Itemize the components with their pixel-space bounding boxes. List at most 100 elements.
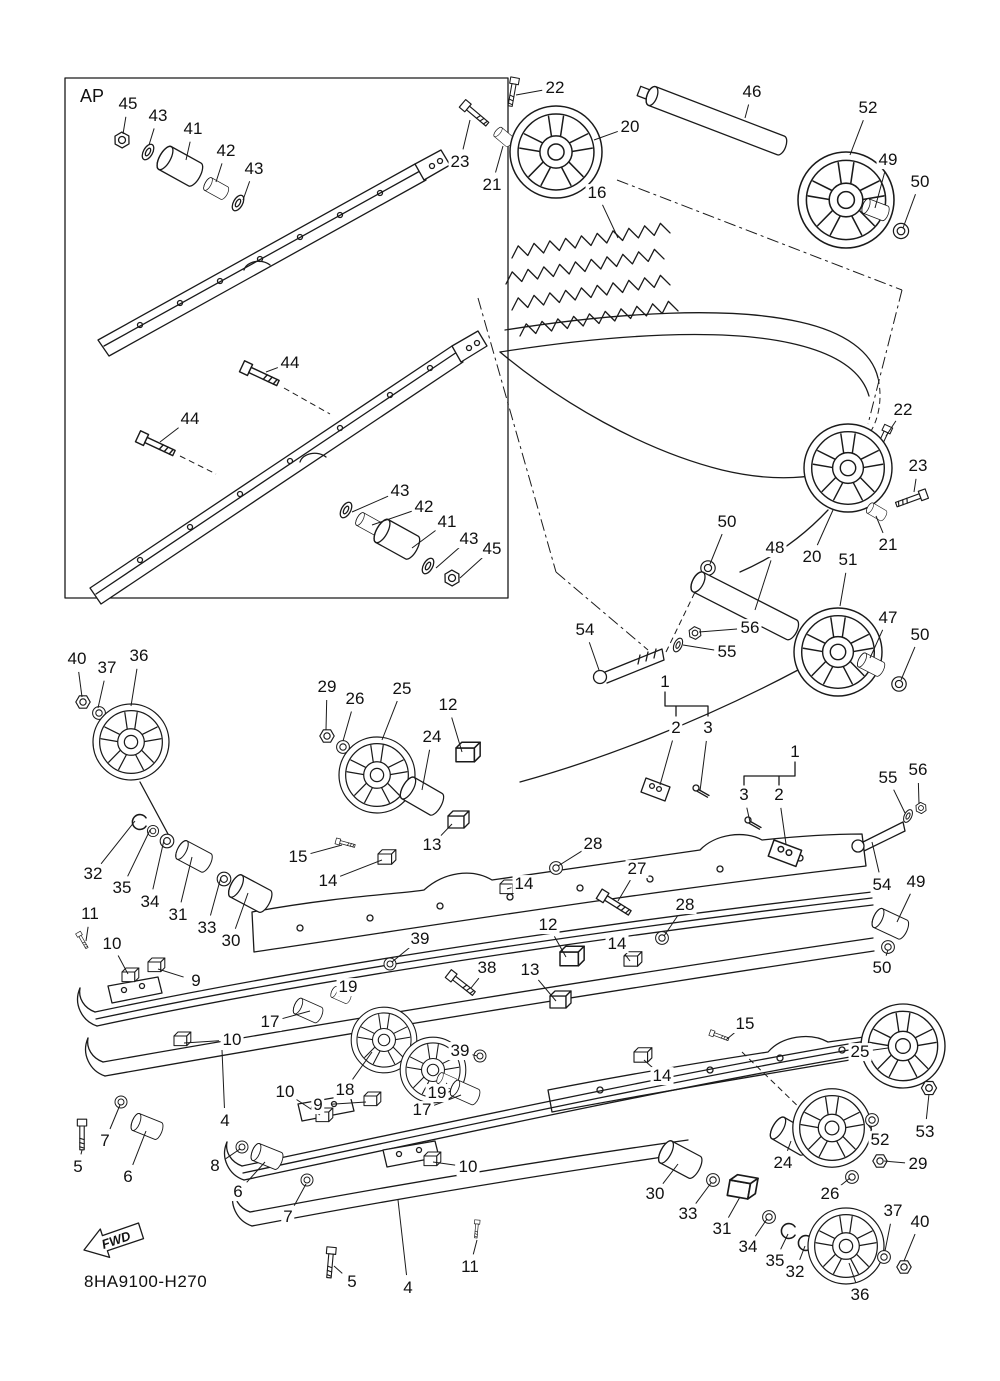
leader-line-49 [874, 172, 886, 209]
bolt-54-right [851, 821, 906, 853]
part-callout-50: 50 [870, 958, 894, 978]
leader-line-25 [872, 1047, 889, 1051]
leader-line-11 [472, 1239, 478, 1255]
leader-line-48 [754, 560, 772, 611]
part-callout-27: 27 [625, 859, 649, 879]
part-callout-22: 22 [891, 400, 915, 420]
leader-line-21 [875, 515, 884, 534]
leader-line-16 [602, 204, 619, 239]
part-callout-45: 45 [480, 539, 504, 559]
leader-line-43 [435, 547, 460, 569]
leader-line-13 [537, 979, 557, 1002]
part-callout-30: 30 [643, 1184, 667, 1204]
part-callout-18: 18 [333, 1080, 357, 1100]
leader-line-12 [553, 936, 567, 958]
leader-line-41 [185, 141, 191, 161]
part-callout-24: 24 [771, 1153, 795, 1173]
part-callout-29: 29 [906, 1154, 930, 1174]
part-callout-34: 34 [138, 892, 162, 912]
part-callout-12: 12 [536, 915, 560, 935]
leader-line-32 [799, 1245, 806, 1261]
fwd-arrow [83, 1222, 145, 1259]
part-callout-43: 43 [146, 106, 170, 126]
leader-line-12 [451, 717, 463, 753]
part-callout-30: 30 [219, 931, 243, 951]
part-callout-52: 52 [856, 98, 880, 118]
leader-line-34 [152, 839, 165, 890]
leader-line-45 [122, 116, 127, 135]
leader-line-38 [470, 977, 480, 989]
leader-line-7 [293, 1183, 307, 1206]
leader-line-29 [325, 699, 328, 731]
leader-line-43 [351, 495, 389, 513]
part-callout-36: 36 [127, 646, 151, 666]
leader-line-55 [893, 789, 906, 814]
part-callout-36: 36 [848, 1285, 872, 1305]
part-callout-6: 6 [121, 1167, 135, 1187]
leader-line-9 [157, 968, 184, 978]
part-callout-20: 20 [618, 117, 642, 137]
leader-line-55 [682, 644, 715, 651]
part-callout-38: 38 [475, 958, 499, 978]
leader-line-14 [624, 954, 631, 962]
part-callout-48: 48 [763, 538, 787, 558]
part-callout-40: 40 [908, 1212, 932, 1232]
part-callout-44: 44 [278, 353, 302, 373]
leader-line-50 [885, 949, 889, 956]
part-callout-13: 13 [420, 835, 444, 855]
leader-line-15 [726, 1031, 736, 1040]
leader-line-44 [159, 426, 180, 443]
part-callout-14: 14 [316, 871, 340, 891]
leader-line-6 [246, 1161, 266, 1183]
leader-line-33 [209, 876, 222, 916]
part-callout-34: 34 [736, 1237, 760, 1257]
leader-line-28 [663, 915, 679, 937]
part-callout-26: 26 [343, 689, 367, 709]
leader-line-5 [333, 1265, 343, 1274]
leader-line-4 [221, 1049, 225, 1109]
leader-line-20 [593, 130, 618, 141]
leader-line-43 [242, 181, 251, 201]
part-callout-12: 12 [436, 695, 460, 715]
part-callout-14: 14 [605, 934, 629, 954]
part-callout-53: 53 [913, 1122, 937, 1142]
part-callout-29: 29 [315, 677, 339, 697]
leader-line-22 [885, 420, 897, 437]
leader-line-20 [816, 509, 834, 546]
part-callout-3: 3 [701, 718, 715, 738]
part-callout-37: 37 [881, 1201, 905, 1221]
part-callout-11: 11 [459, 1257, 481, 1277]
part-callout-17: 17 [258, 1012, 282, 1032]
part-callout-4: 4 [218, 1111, 232, 1131]
part-callout-9: 9 [189, 971, 203, 991]
part-callout-8: 8 [208, 1156, 222, 1176]
leader-line-52 [867, 1124, 873, 1131]
part-callout-5: 5 [71, 1157, 85, 1177]
inset-rail-upper [97, 149, 451, 357]
leader-line-43 [148, 128, 155, 146]
leader-line-23 [913, 478, 917, 493]
leader-line-50 [902, 194, 916, 229]
part-callout-49: 49 [876, 150, 900, 170]
leader-line-10 [117, 955, 129, 975]
part-callout-7: 7 [98, 1131, 112, 1151]
part-callout-14: 14 [650, 1066, 674, 1086]
part-callout-33: 33 [676, 1204, 700, 1224]
part-callout-32: 32 [783, 1262, 807, 1282]
part-callout-51: 51 [836, 550, 860, 570]
leader-line-40 [78, 671, 83, 698]
leader-line-3 [746, 807, 751, 823]
leader-line-23 [462, 119, 471, 150]
part-callout-13: 13 [518, 960, 542, 980]
part-callout-56: 56 [906, 760, 930, 780]
part-callout-41: 41 [181, 119, 205, 139]
part-callout-44: 44 [178, 409, 202, 429]
leader-line-8 [225, 1148, 241, 1160]
leader-line-34 [754, 1218, 768, 1237]
part-callout-6: 6 [231, 1182, 245, 1202]
leader-line-14 [506, 887, 512, 890]
leader-line-31 [180, 856, 193, 903]
part-callout-35: 35 [763, 1251, 787, 1271]
part-callout-40: 40 [65, 649, 89, 669]
leader-line-56 [917, 782, 920, 805]
